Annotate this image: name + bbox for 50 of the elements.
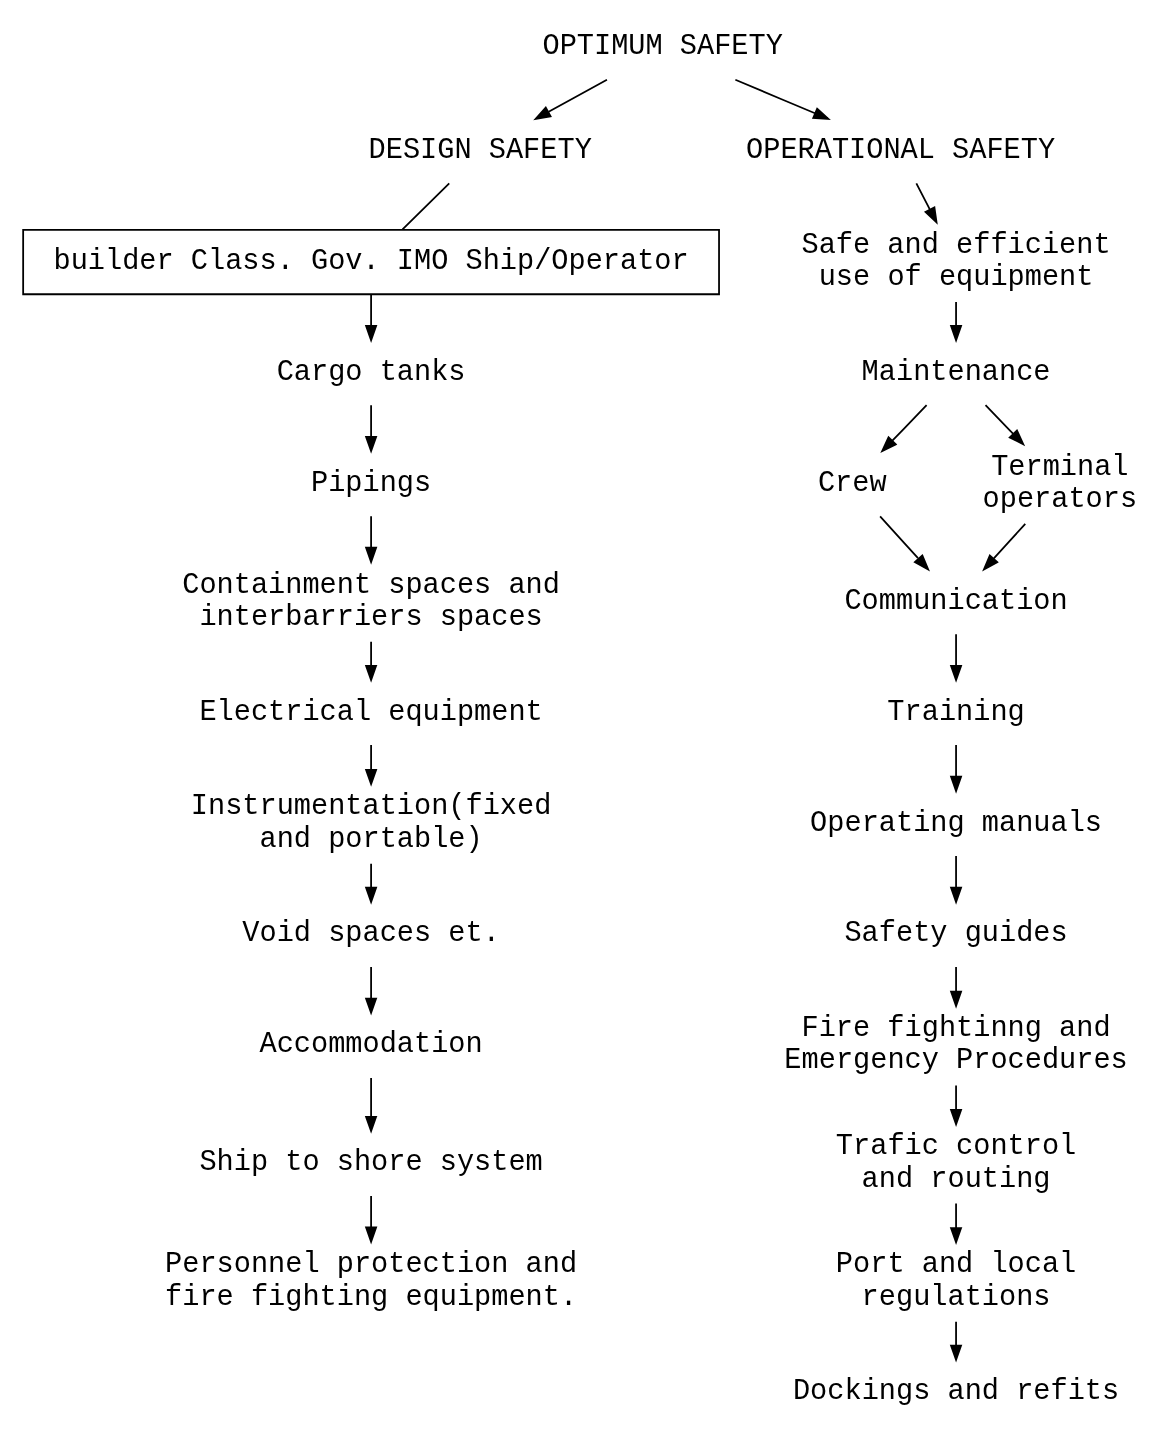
arrow bbox=[364, 293, 377, 343]
node-text: Personnel protection and fire fighting equipment. bbox=[164, 1248, 577, 1314]
node-text: Electrical equipment bbox=[198, 695, 543, 729]
arrow bbox=[879, 404, 927, 454]
arrow bbox=[949, 744, 962, 794]
arrow bbox=[364, 744, 377, 787]
arrow bbox=[949, 1320, 962, 1363]
node-text: Training bbox=[886, 695, 1025, 729]
arrow bbox=[364, 862, 377, 905]
node-text: Cargo tanks bbox=[276, 355, 466, 389]
node-text: Maintenance bbox=[861, 355, 1050, 389]
node-text: OPERATIONAL SAFETY bbox=[745, 133, 1055, 167]
arrow bbox=[949, 855, 962, 905]
node-text: Ship to shore system bbox=[198, 1146, 543, 1180]
node-text: Accommodation bbox=[258, 1028, 483, 1062]
arrow bbox=[364, 966, 377, 1016]
node-text: Fire fightinng and Emergency Procedures bbox=[783, 1012, 1128, 1078]
arrow bbox=[914, 182, 938, 225]
arrow bbox=[364, 515, 377, 565]
node-text: Port and local regulations bbox=[835, 1248, 1076, 1314]
node-text: OPTIMUM SAFETY bbox=[542, 30, 783, 64]
arrow bbox=[949, 1084, 962, 1127]
arrow bbox=[981, 522, 1026, 572]
node-text: Pipings bbox=[310, 466, 431, 500]
node-box: builder Class. Gov. IMO Ship/Operator bbox=[21, 228, 720, 296]
node-text: Crew bbox=[817, 466, 887, 500]
arrow bbox=[364, 640, 377, 683]
node-text: Safe and efficient use of equipment bbox=[801, 228, 1111, 294]
arrow bbox=[733, 78, 831, 120]
node-text: Safety guides bbox=[843, 917, 1068, 951]
arrow bbox=[949, 633, 962, 683]
arrow bbox=[949, 1202, 962, 1246]
arrow bbox=[878, 515, 930, 572]
node-text: Trafic control and routing bbox=[835, 1130, 1076, 1196]
arrow bbox=[364, 1077, 377, 1134]
node-text: Terminal operators bbox=[982, 450, 1137, 516]
arrow bbox=[949, 301, 962, 343]
node-text: Operating manuals bbox=[809, 806, 1102, 840]
arrow bbox=[949, 966, 962, 1009]
node-text: Instrumentation(fixed and portable) bbox=[190, 790, 551, 856]
node-text: Containment spaces and interbarriers spaces bbox=[181, 568, 560, 634]
arrow bbox=[364, 404, 377, 454]
node-text: Communication bbox=[843, 584, 1068, 618]
node-text: Void spaces et. bbox=[241, 917, 500, 951]
arrow bbox=[984, 404, 1025, 447]
arrow bbox=[532, 78, 608, 121]
node-text: DESIGN SAFETY bbox=[368, 133, 592, 167]
arrow bbox=[364, 1195, 377, 1245]
connector bbox=[401, 182, 450, 231]
node-text: Dockings and refits bbox=[792, 1375, 1119, 1409]
